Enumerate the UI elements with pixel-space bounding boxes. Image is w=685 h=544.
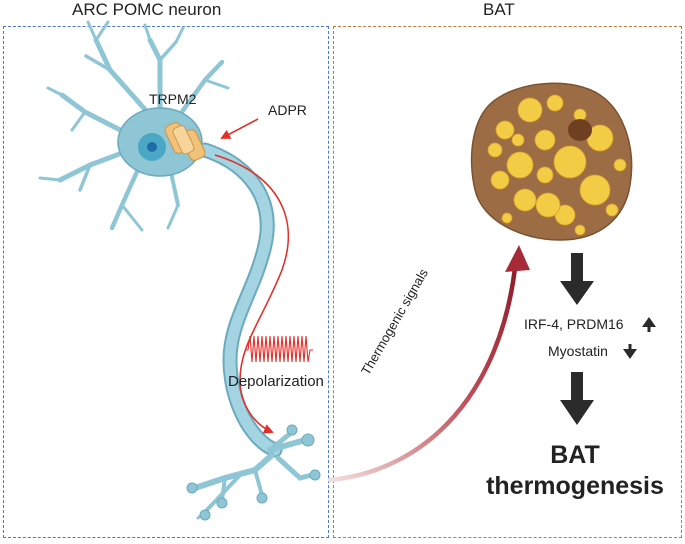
up-arrow-icon bbox=[642, 317, 656, 332]
thermogenic-arrowhead-icon bbox=[505, 245, 530, 272]
trpm2-label: TRPM2 bbox=[149, 91, 197, 107]
action-potential-waveform bbox=[245, 335, 313, 363]
down-arrow-icon bbox=[623, 344, 637, 359]
adpr-label: ADPR bbox=[268, 102, 307, 118]
bat-thermogenesis-line2: thermogenesis bbox=[486, 472, 664, 500]
right-panel-title: BAT bbox=[483, 0, 515, 19]
down-arrow-icon bbox=[560, 372, 594, 425]
bat-cell bbox=[470, 82, 633, 241]
left-panel-title: ARC POMC neuron bbox=[72, 0, 222, 19]
irf-prdm16-label: IRF-4, PRDM16 bbox=[524, 316, 624, 332]
bat-nucleus bbox=[568, 119, 592, 141]
thermogenic-signal-arrow bbox=[327, 265, 518, 483]
trpm2-channel-icon bbox=[164, 122, 206, 161]
myostatin-label: Myostatin bbox=[548, 343, 608, 359]
neuron-dendrites bbox=[38, 20, 230, 232]
terminal-knobs bbox=[186, 424, 321, 521]
down-arrow-icon bbox=[560, 253, 594, 305]
axon-terminals bbox=[192, 429, 315, 520]
bat-thermogenesis-line1: BAT bbox=[550, 441, 600, 469]
depolarization-label: Depolarization bbox=[228, 373, 324, 390]
depolarization-arrow bbox=[214, 154, 290, 434]
bat-thermogenesis-label: BAT thermogenesis bbox=[475, 440, 675, 502]
bat-panel bbox=[333, 26, 682, 538]
neuron-panel bbox=[3, 26, 329, 538]
adpr-arrow bbox=[220, 118, 259, 139]
